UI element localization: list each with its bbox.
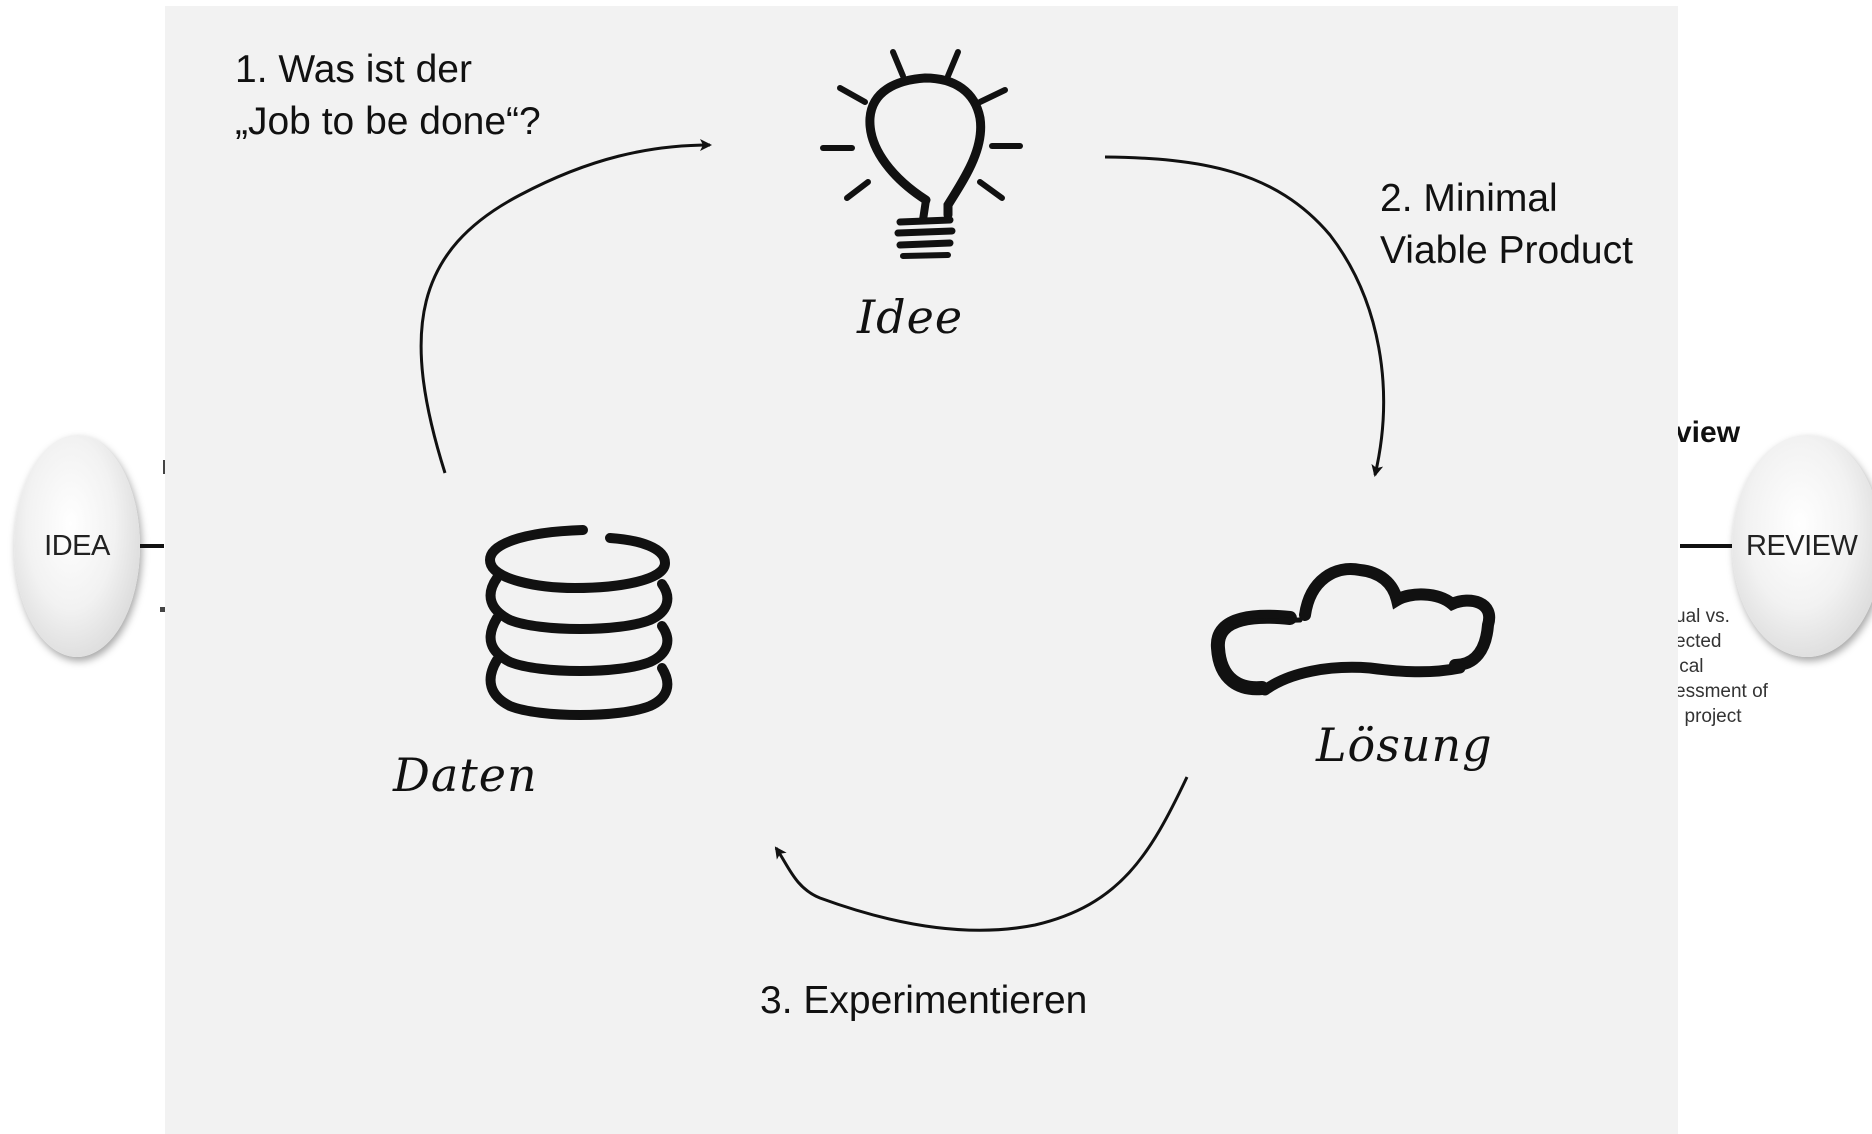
review-description: ual vs. ected ical essment of l project [1675, 606, 1768, 727]
step-1-label: 1. Was ist der „Job to be done“? [235, 48, 541, 143]
step-3-label: 3. Experimentieren [760, 979, 1088, 1022]
node-label-idee: Idee [857, 290, 964, 344]
node-label-daten: Daten [393, 748, 538, 802]
lightbulb-icon [820, 49, 1023, 259]
review-connector-line [1680, 544, 1732, 548]
database-icon [484, 525, 673, 720]
idea-bullet-dot [160, 607, 165, 612]
arrow-idee-to-loesung [1104, 155, 1386, 477]
idea-tick-mark [163, 460, 166, 474]
step-2-label: 2. Minimal Viable Product [1380, 177, 1633, 272]
arrow-loesung-to-daten [774, 776, 1189, 932]
review-label: REVIEW [1746, 529, 1858, 562]
idea-label: IDEA [44, 529, 110, 562]
idea-ellipse: IDEA [14, 435, 140, 657]
idea-connector-line [140, 544, 164, 548]
node-label-loesung: Lösung [1316, 718, 1493, 772]
review-heading: view [1675, 416, 1741, 449]
cloud-icon [1210, 563, 1496, 696]
arrow-daten-to-idee [419, 139, 712, 474]
review-ellipse: REVIEW [1732, 435, 1872, 657]
